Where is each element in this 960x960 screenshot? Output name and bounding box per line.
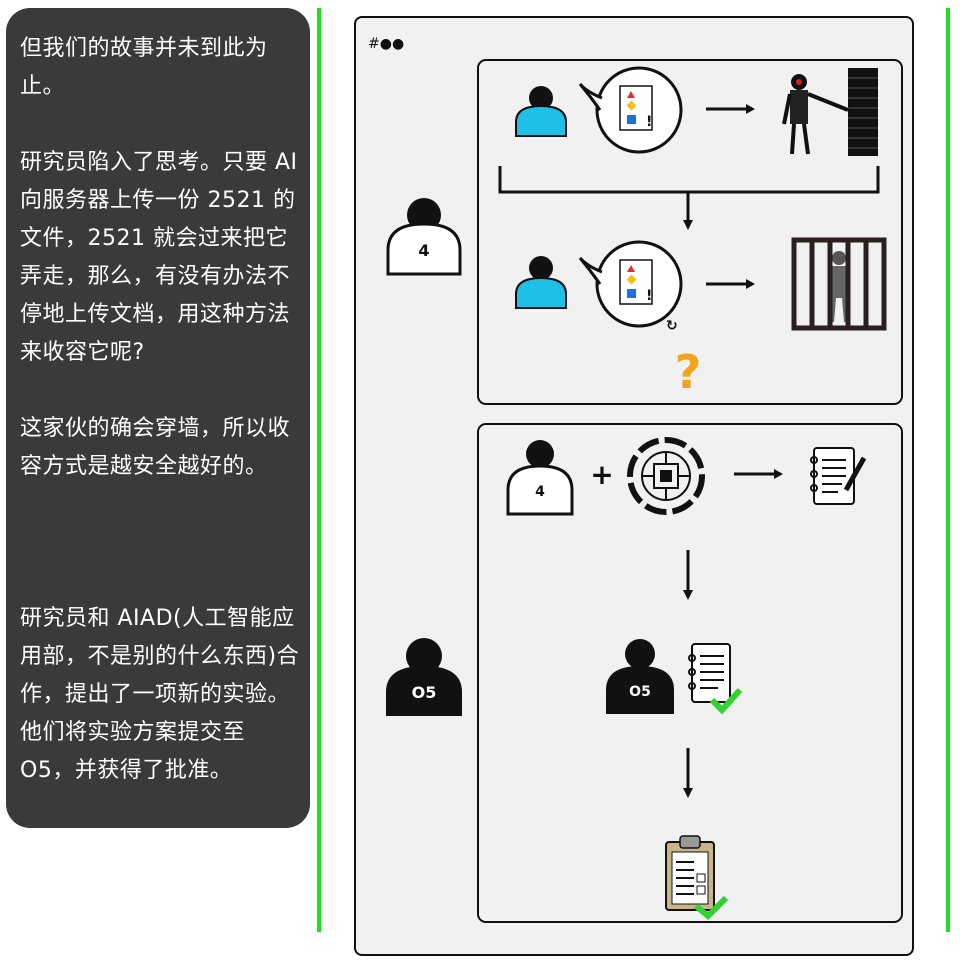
arrow-right-icon-3: [734, 469, 783, 479]
researcher-4-small-icon: 4: [506, 440, 574, 516]
speech-bubble-document-icon: !: [578, 66, 683, 154]
approved-clipboard-icon: [665, 835, 729, 921]
header-mark: #●●: [368, 36, 404, 52]
svg-text:!: !: [646, 114, 652, 130]
o5-small-icon: O5: [606, 639, 674, 714]
question-mark: ?: [675, 345, 702, 399]
ai-person-icon: [515, 86, 567, 137]
arrow-down-icon-2: [683, 748, 693, 798]
scp-2521-monster-icon: [782, 68, 878, 156]
approved-document-icon: [688, 643, 743, 715]
o5-badge: O5: [412, 683, 437, 702]
story-paragraph-3: 这家伙的确会穿墙，所以收容方式是越安全越好的。: [20, 416, 291, 479]
comic-panel: #●● 4 !: [354, 16, 914, 956]
speech-bubble-document-repeat-icon: ! ↻: [578, 240, 683, 334]
svg-text:O5: O5: [629, 684, 651, 700]
ai-person-icon-2: [515, 256, 567, 309]
researcher-4-badge: 4: [418, 241, 429, 260]
green-divider-right: [946, 8, 950, 932]
svg-text:4: 4: [535, 484, 545, 500]
aiad-logo-icon: [627, 437, 705, 515]
comic-illustration: #●● 4 !: [368, 36, 903, 923]
caged-monster-icon: [791, 237, 887, 331]
o5-council-icon: O5: [386, 638, 462, 716]
story-paragraph-1: 但我们的故事并未到此为止。: [20, 36, 268, 99]
story-text-panel: 但我们的故事并未到此为止。 研究员陷入了思考。只要 AI 向服务器上传一份 25…: [6, 8, 310, 828]
plus-sign: +: [590, 458, 613, 491]
story-paragraph-4: 研究员和 AIAD(人工智能应用部，不是别的什么东西)合作，提出了一项新的实验。…: [20, 606, 300, 783]
green-divider-left: [317, 8, 321, 932]
arrow-down-icon: [683, 550, 693, 600]
story-paragraph-2: 研究员陷入了思考。只要 AI 向服务器上传一份 2521 的文件，2521 就会…: [20, 150, 298, 365]
arrow-right-icon: [706, 104, 755, 114]
svg-text:↻: ↻: [666, 318, 678, 334]
proposal-document-icon: [810, 447, 867, 505]
bracket-connector: [498, 166, 880, 230]
researcher-4-icon: 4: [386, 198, 462, 276]
arrow-right-icon-2: [706, 279, 755, 289]
svg-text:!: !: [646, 288, 652, 304]
